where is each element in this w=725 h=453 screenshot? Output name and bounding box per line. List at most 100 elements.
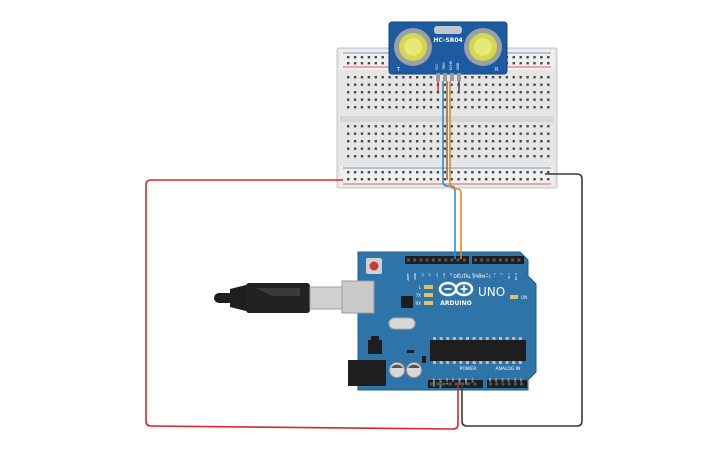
breadboard-hole [367,171,371,174]
header-hole[interactable] [431,258,435,262]
breadboard-hole [367,125,371,128]
header-hole[interactable] [448,382,452,386]
header-hole[interactable] [495,382,499,386]
header-hole[interactable] [454,382,458,386]
header-hole[interactable] [505,258,508,262]
breadboard-hole [533,91,536,94]
pin-label: GND [458,377,462,385]
led-l [424,285,433,289]
sensor-pin-echo[interactable] [450,73,454,81]
breadboard-hole [485,91,488,94]
breadboard-hole [409,106,412,109]
header-hole[interactable] [462,258,466,262]
breadboard-hole [526,132,529,135]
breadboard-hole [402,106,405,109]
pin-label: ~3 [492,273,496,278]
breadboard-hole [498,132,502,135]
wire-black-gnd[interactable] [461,173,583,427]
header-hole[interactable] [511,258,515,262]
sensor-pin-gnd[interactable] [457,73,461,81]
breadboard-hole [478,178,481,181]
header-hole[interactable] [425,258,429,262]
led-on-label: ON [521,295,527,300]
header-hole[interactable] [520,382,523,386]
wire-orange-echo[interactable] [449,81,462,259]
voltage-regulator [368,340,382,354]
breadboard-hole [409,125,412,128]
breadboard-hole [395,178,398,181]
breadboard-hole [498,125,502,128]
breadboard-hole [374,132,377,135]
header-hole[interactable] [456,258,460,262]
breadboard-hole [353,106,357,109]
header-hole[interactable] [473,382,477,386]
header-hole[interactable] [461,382,464,386]
header-hole[interactable] [489,382,492,386]
pin-label: AREF [406,273,410,281]
chip-pin [505,361,509,364]
pin-label: GND [464,377,468,385]
sensor-pin-label: VCC [435,63,439,70]
header-hole[interactable] [474,258,477,262]
breadboard-hole [547,155,550,158]
header-hole[interactable] [407,258,410,262]
breadboard-hole [374,140,377,143]
header-hole[interactable] [517,258,521,262]
breadboard-hole [547,76,550,79]
pin-label: ~6 [471,273,475,278]
pin-label: TX 1 [507,273,511,281]
sensor-pin-trig[interactable] [443,73,447,81]
breadboard-hole [464,98,467,101]
breadboard-hole [347,125,350,128]
header-hole[interactable] [413,258,417,262]
breadboard-hole [436,171,440,174]
header-hole[interactable] [419,258,423,262]
header-hole[interactable] [430,382,433,386]
pin-label: A3 [507,378,511,382]
header-hole[interactable] [450,258,454,262]
breadboard-hole [540,83,543,86]
breadboard-hole [540,147,543,150]
breadboard-hole [347,178,350,181]
header-hole[interactable] [507,382,511,386]
header-hole[interactable] [501,382,505,386]
breadboard-hole [519,62,522,65]
breadboard-hole [429,125,433,128]
breadboard-hole [422,147,426,150]
header-hole[interactable] [436,382,440,386]
header-hole[interactable] [480,258,484,262]
breadboard-hole [540,155,543,158]
breadboard-hole [533,147,536,150]
breadboard-hole [409,132,412,135]
breadboard-hole [409,76,412,79]
usb-jack [341,280,375,314]
breadboard-hole [374,56,377,59]
header-hole[interactable] [438,258,441,262]
breadboard-hole [374,155,377,158]
header-hole[interactable] [442,382,446,386]
chip-pin [452,361,456,364]
breadboard-hole [505,140,509,143]
header-hole[interactable] [444,258,448,262]
breadboard-hole [512,62,515,65]
breadboard-hole [360,147,364,150]
chip-pin [479,337,483,340]
pin-label: A5 [519,378,523,382]
breadboard-hole [416,125,419,128]
wire-red-5v[interactable] [145,179,459,430]
breadboard-hole [533,76,536,79]
header-hole[interactable] [467,382,471,386]
breadboard-hole [519,155,522,158]
sensor-pin-vcc[interactable] [436,73,440,81]
header-hole[interactable] [492,258,496,262]
breadboard-hole [512,140,515,143]
chip-pin [499,337,502,340]
breadboard-hole [388,83,391,86]
breadboard-hole [533,56,536,59]
breadboard-hole [498,178,502,181]
header-hole[interactable] [513,382,517,386]
header-hole[interactable] [498,258,502,262]
breadboard-hole [450,83,453,86]
header-hole[interactable] [486,258,490,262]
